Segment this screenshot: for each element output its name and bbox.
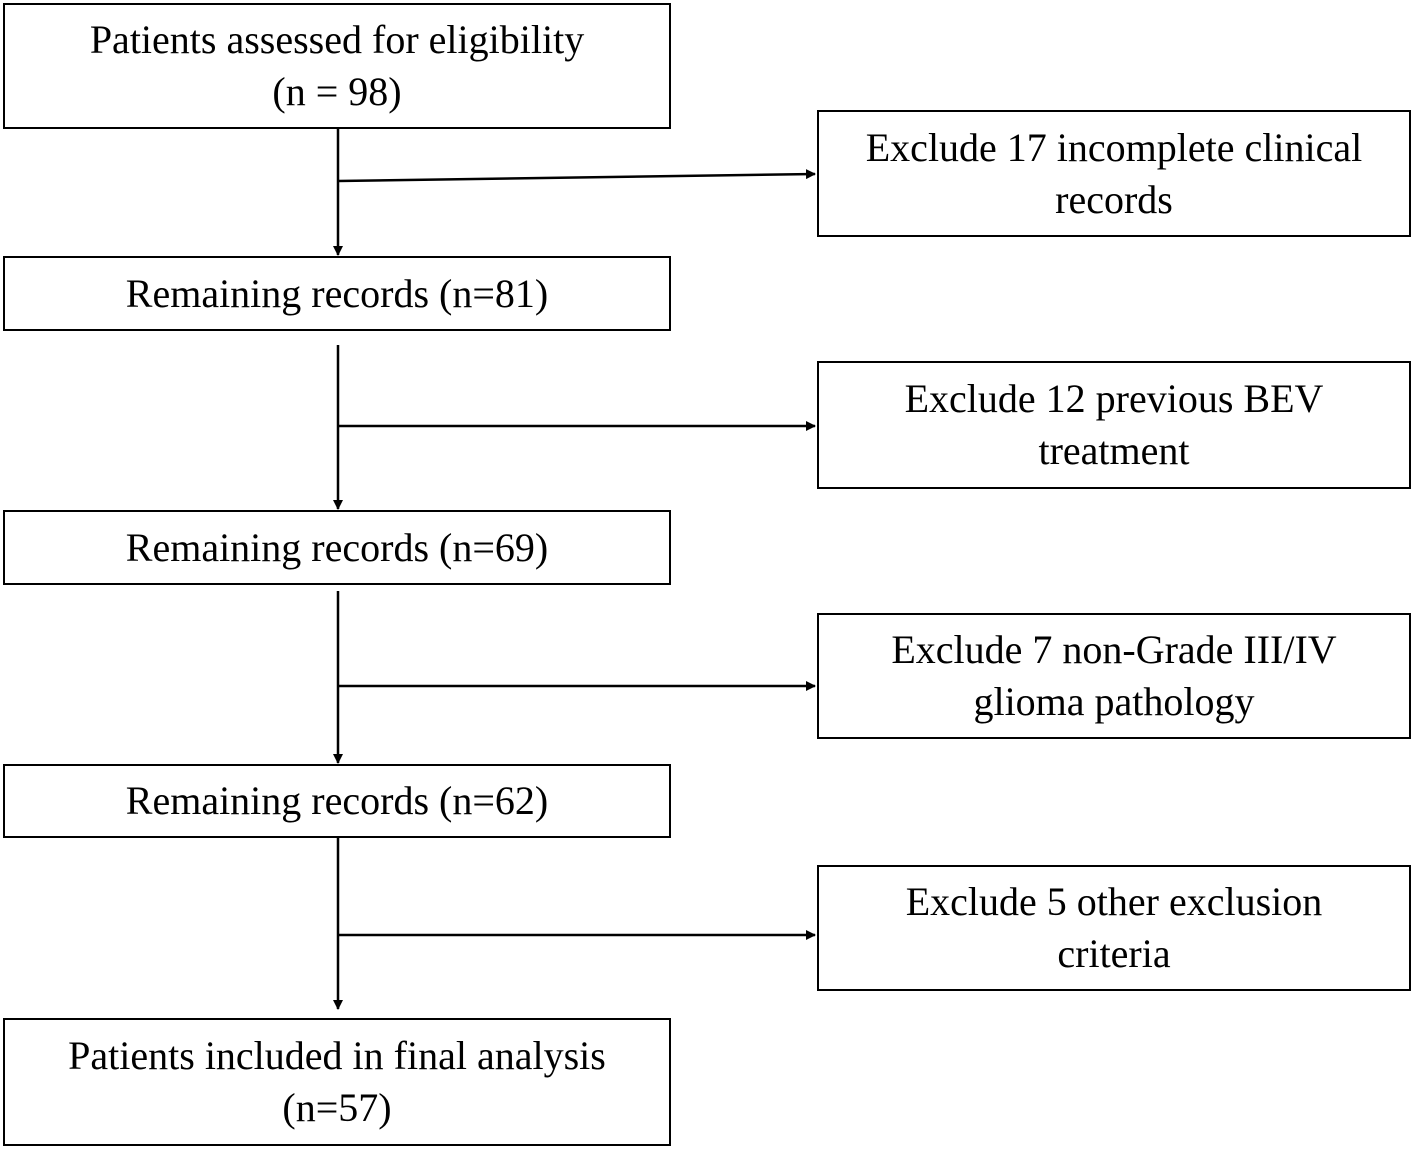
step-box-final-analysis: Patients included in final analysis (n=5… (3, 1018, 671, 1146)
step-final-count: (n=57) (282, 1085, 392, 1130)
step-box-remaining-69: Remaining records (n=69) (3, 510, 671, 585)
exclusion-2-line1: Exclude 12 previous BEV (904, 376, 1324, 421)
exclusion-box-incomplete-records: Exclude 17 incomplete clinical records (817, 110, 1411, 237)
step-box-remaining-62: Remaining records (n=62) (3, 764, 671, 838)
exclusion-4-line2: criteria (1057, 931, 1171, 976)
right-arrow-1 (337, 169, 816, 183)
step-assessed-label: Patients assessed for eligibility (89, 17, 585, 62)
exclusion-4-line1: Exclude 5 other exclusion (905, 879, 1323, 924)
exclusion-1-line2: records (1055, 176, 1173, 222)
step-final-label: Patients included in final analysis (68, 1033, 606, 1078)
exclusion-1-line1: Exclude 17 incomplete clinical (865, 124, 1363, 170)
step-remaining-62-label: Remaining records (n=62) (125, 778, 549, 823)
exclusion-3-line1: Exclude 7 non-Grade III/IV (891, 627, 1337, 672)
exclusion-box-other-criteria: Exclude 5 other exclusion criteria (817, 865, 1411, 991)
step-box-remaining-81: Remaining records (n=81) (3, 256, 671, 331)
exclusion-box-pathology: Exclude 7 non-Grade III/IV glioma pathol… (817, 613, 1411, 739)
exclusion-3-line2: glioma pathology (973, 679, 1255, 724)
exclusion-box-previous-bev: Exclude 12 previous BEV treatment (817, 361, 1411, 489)
step-assessed-count: (n = 98) (272, 69, 402, 114)
step-remaining-81-label: Remaining records (n=81) (125, 270, 549, 316)
exclusion-2-line2: treatment (1038, 428, 1190, 473)
step-box-assessed: Patients assessed for eligibility (n = 9… (3, 3, 671, 129)
step-remaining-69-label: Remaining records (n=69) (125, 524, 549, 570)
